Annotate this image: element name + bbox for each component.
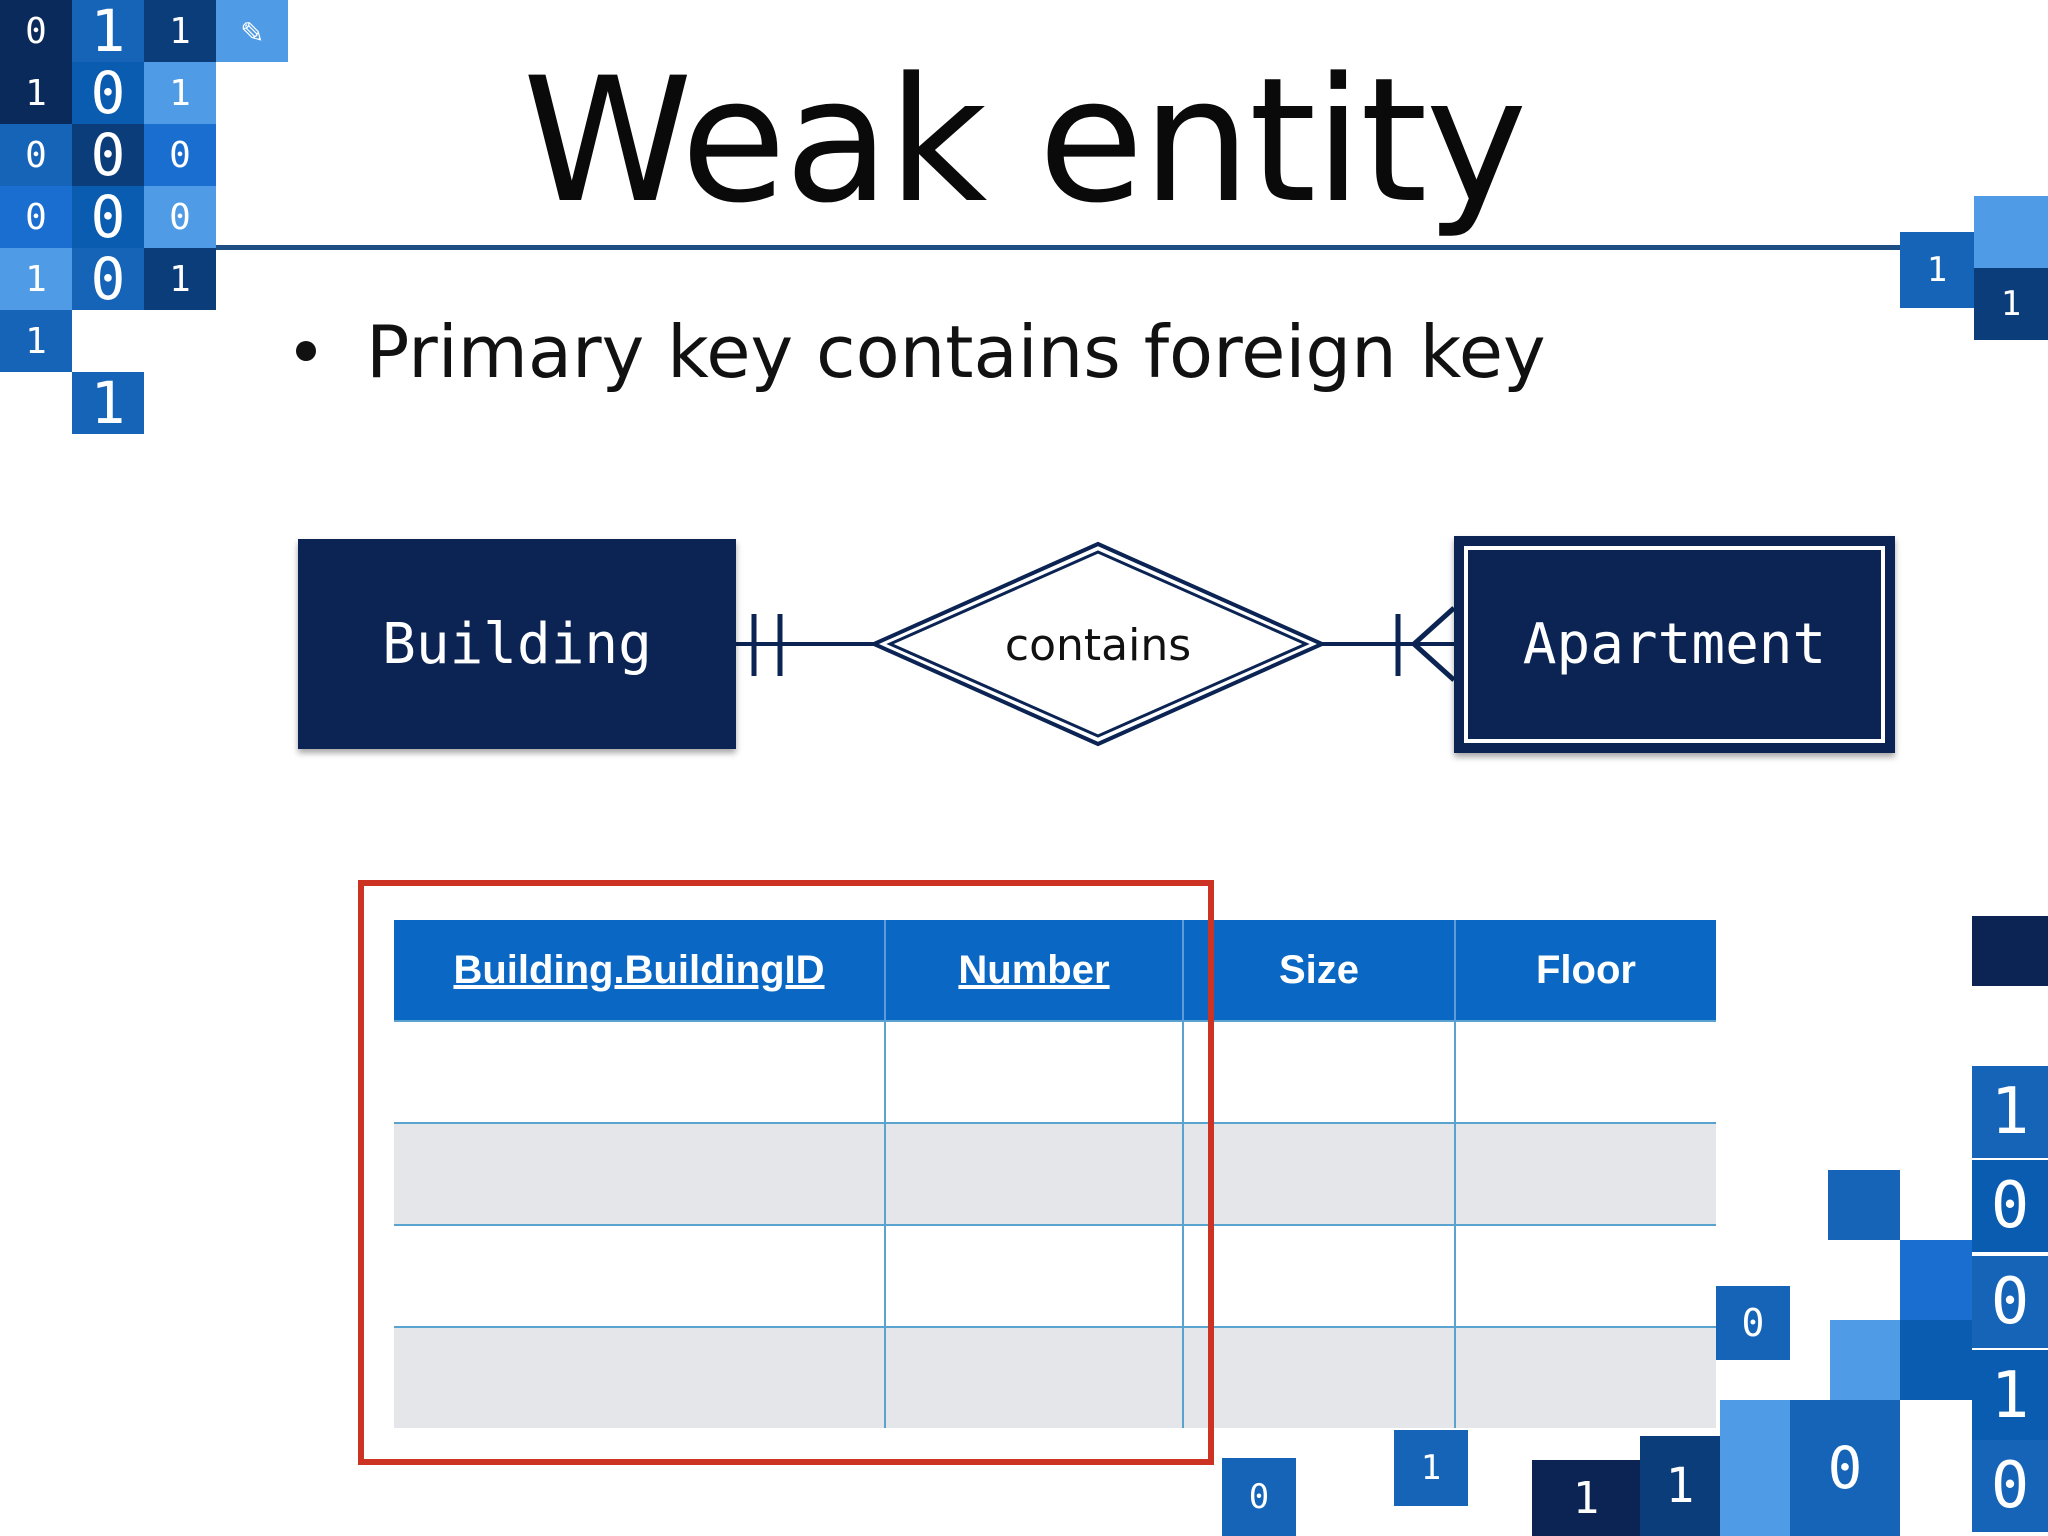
table-cell — [394, 1326, 886, 1428]
bullet-text: Primary key contains foreign key — [366, 310, 1546, 394]
table-body — [394, 1020, 1716, 1428]
binary-tile — [1972, 916, 2048, 986]
relationship-diamond-inner — [886, 550, 1310, 738]
binary-tile: 1 — [144, 0, 216, 62]
binary-tile: 0 — [72, 186, 144, 248]
binary-tile: 0 — [72, 248, 144, 310]
binary-tile: 0 — [1972, 1160, 2048, 1252]
table-cell — [1455, 1122, 1716, 1225]
entity-building-label: Building — [382, 611, 652, 677]
binary-tile: 0 — [0, 124, 72, 186]
table-cell — [885, 1122, 1184, 1225]
binary-tile: 1 — [1532, 1460, 1640, 1536]
title-divider — [210, 245, 1910, 250]
binary-tile: 1 — [72, 0, 144, 62]
binary-tile: 1 — [72, 372, 144, 434]
weak-entity-apartment: Apartment — [1454, 536, 1895, 753]
header-floor: Floor — [1455, 920, 1716, 1021]
table-cell — [1183, 1326, 1456, 1428]
table-cell — [1183, 1122, 1456, 1225]
table-row — [394, 1020, 1716, 1123]
binary-tile: 1 — [144, 248, 216, 310]
binary-tile: ✎ — [216, 0, 288, 62]
binary-tile: 0 — [0, 186, 72, 248]
table-row — [394, 1122, 1716, 1225]
binary-tile: 0 — [1222, 1458, 1296, 1536]
table-cell — [394, 1224, 886, 1327]
table-header-row: Building.BuildingID Number Size Floor — [394, 920, 1716, 1021]
table-row — [394, 1326, 1716, 1428]
header-number: Number — [885, 920, 1184, 1021]
table-cell — [1455, 1020, 1716, 1123]
binary-tile: 0 — [144, 124, 216, 186]
binary-tile: 0 — [1972, 1256, 2048, 1348]
crow-foot-bottom — [1412, 642, 1456, 682]
crow-foot-top — [1412, 606, 1456, 646]
binary-tile: 0 — [72, 62, 144, 124]
binary-tile — [1830, 1320, 1900, 1400]
binary-tile — [1900, 1240, 1972, 1320]
binary-tile: 1 — [1640, 1436, 1720, 1536]
binary-tile: 1 — [0, 310, 72, 372]
table-cell — [1455, 1326, 1716, 1428]
binary-tile: 1 — [0, 248, 72, 310]
binary-tile: 1 — [1972, 1066, 2048, 1158]
relationship-label: contains — [1004, 620, 1192, 671]
table-cell — [885, 1224, 1184, 1327]
table-cell — [394, 1020, 886, 1123]
binary-tile: 0 — [1716, 1286, 1790, 1360]
primary-key-highlight — [358, 880, 1214, 1465]
binary-tile: 1 — [1972, 1350, 2048, 1442]
table-cell — [885, 1020, 1184, 1123]
binary-tile: 0 — [72, 124, 144, 186]
binary-tile: 0 — [0, 0, 72, 62]
binary-tile: 1 — [0, 62, 72, 124]
binary-tile: 0 — [144, 186, 216, 248]
binary-tile — [1974, 196, 2048, 268]
bullet-point: Primary key contains foreign key — [296, 310, 1546, 394]
table-cell — [1455, 1224, 1716, 1327]
table-cell — [1183, 1224, 1456, 1327]
entity-building: Building — [298, 539, 736, 749]
binary-tile: 1 — [1974, 268, 2048, 340]
binary-tile: 0 — [1790, 1400, 1900, 1536]
table-row — [394, 1224, 1716, 1327]
binary-tile: 1 — [144, 62, 216, 124]
binary-tile: 0 — [1972, 1440, 2048, 1532]
slide-title: Weak entity — [522, 40, 1528, 241]
weak-entity-inner-border: Apartment — [1464, 546, 1885, 743]
apartment-table: Building.BuildingID Number Size Floor — [394, 920, 1716, 1428]
header-building-id: Building.BuildingID — [394, 920, 886, 1021]
binary-tile — [1720, 1400, 1790, 1536]
binary-tile — [1828, 1170, 1900, 1240]
table-cell — [394, 1122, 886, 1225]
binary-tile: 1 — [1394, 1430, 1468, 1506]
binary-tile — [1900, 1320, 1972, 1400]
bullet-dot — [296, 341, 316, 362]
table-cell — [1183, 1020, 1456, 1123]
binary-tile: 1 — [1900, 232, 1974, 308]
entity-apartment-label: Apartment — [1522, 612, 1827, 677]
table-cell — [885, 1326, 1184, 1428]
header-size: Size — [1183, 920, 1456, 1021]
